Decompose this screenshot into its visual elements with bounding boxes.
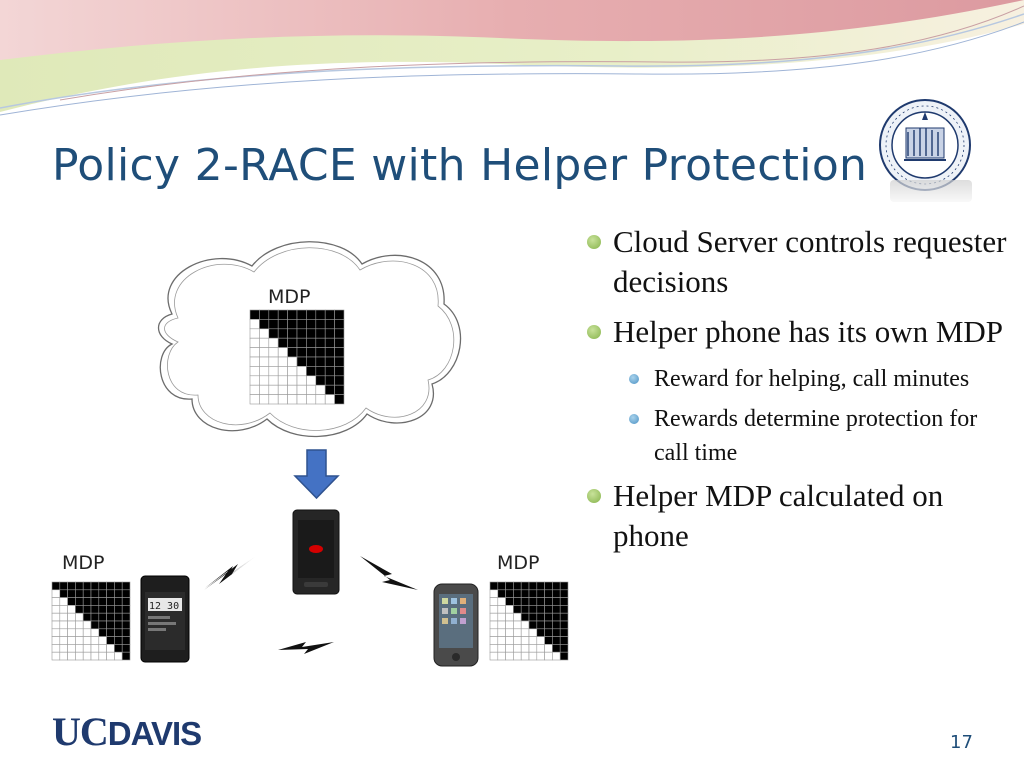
title-shadow-decoration [890,180,972,202]
sub-bullet-item: Rewards determine protection for call ti… [584,402,1014,470]
page-number: 17 [950,732,973,753]
smartphone-icon [433,583,479,667]
figure-canvas: 12 30 [51,241,569,667]
bullet-list: Cloud Server controls requester decision… [584,222,1014,566]
arrow-down-icon [293,449,340,500]
slide-title: Policy 2-RACE with Helper Protection [52,140,868,191]
architecture-figure: 12 30 MDP MDP MDP [42,214,578,714]
left-mdp-grid [51,581,131,661]
uc-davis-logo: UCDAVIS [52,709,202,754]
cloud-mdp-label: MDP [268,286,311,308]
bullet-item: Cloud Server controls requester decision… [584,222,1014,302]
right-mdp-grid [489,581,569,661]
lightning-icon [278,642,334,654]
cloud-mdp-grid [249,309,345,405]
smartphone-icon [292,509,340,595]
phone-clock: 12 30 [149,601,179,612]
lightning-icon [204,556,256,590]
lightning-icon [360,556,418,590]
right-mdp-label: MDP [497,552,540,574]
university-seal-icon [879,99,971,191]
top-swoosh-decoration [0,0,1024,116]
bullet-item: Helper phone has its own MDP [584,312,1014,352]
smartphone-icon: 12 30 [140,575,190,663]
bullet-item: Helper MDP calculated on phone [584,476,1014,556]
left-mdp-label: MDP [62,552,105,574]
sub-bullet-item: Reward for helping, call minutes [584,362,1014,396]
